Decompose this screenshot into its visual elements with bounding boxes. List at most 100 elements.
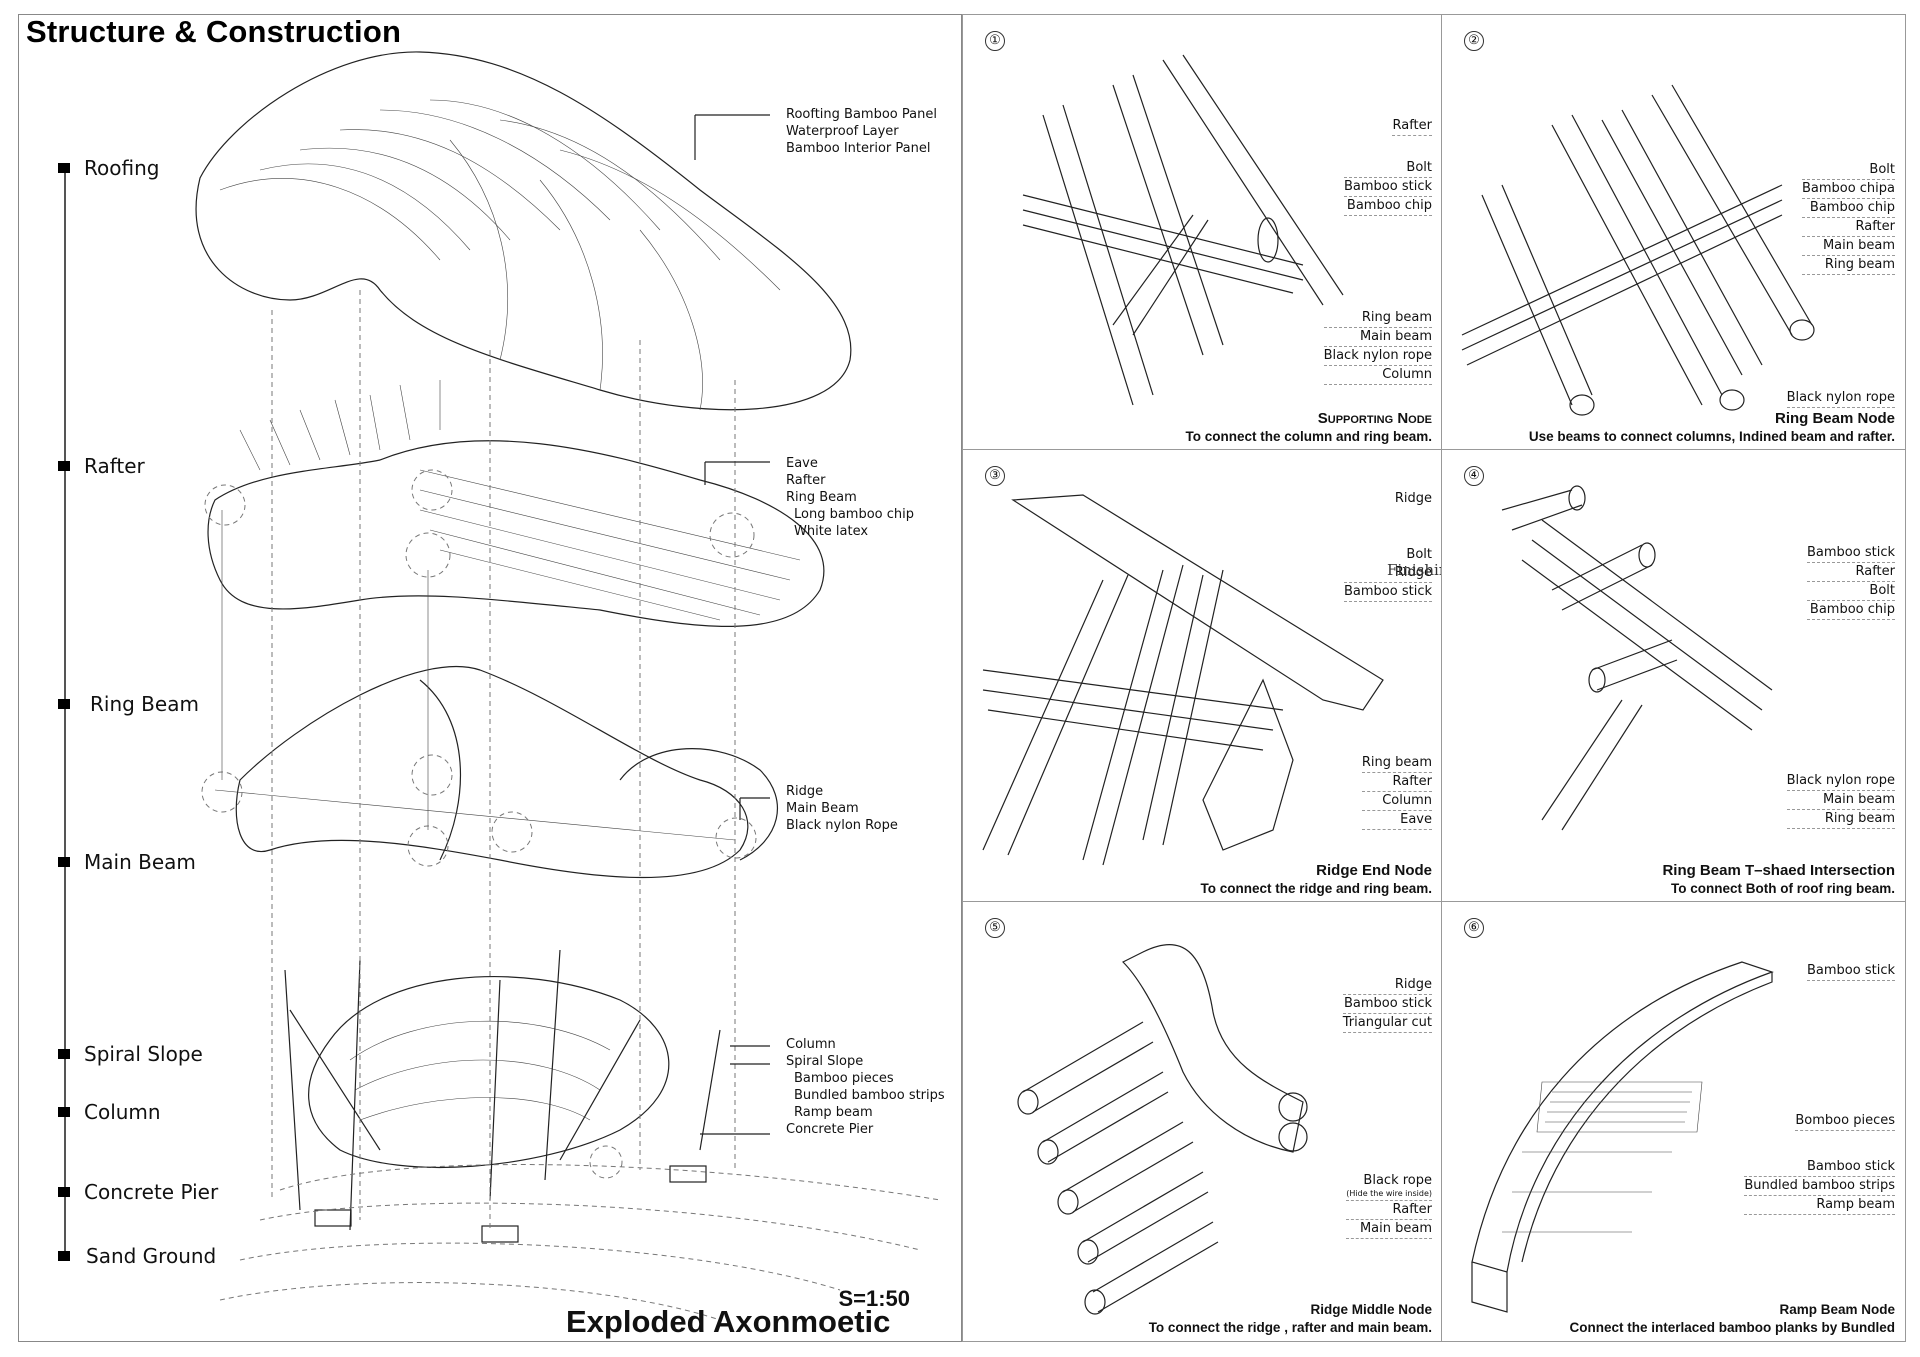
part-label: Main beam <box>1786 791 1895 810</box>
callout-text: Black nylon Rope <box>786 818 898 833</box>
detail-labels: Bolt Bamboo chipa Bamboo chip Rafter Mai… <box>1801 161 1895 275</box>
detail-title: Ring Beam T–shaed Intersection <box>1662 862 1895 879</box>
detail-supporting-node: ① Rafter Bolt Bamboo stick Bamboo chip R… <box>962 14 1443 451</box>
part-label: Ring beam <box>1786 810 1895 829</box>
callout-column: Column Spiral Slope Bamboo pieces Bundle… <box>786 1036 945 1138</box>
detail-ridge-end-node: ③ Ridge Bolt Ridge Bamboo stick Ring bea… <box>962 449 1443 903</box>
rafter-leader <box>704 461 770 485</box>
callout-text: Bamboo pieces <box>794 1071 894 1086</box>
part-label: Bamboo stick <box>1744 1158 1895 1177</box>
callout-text: Roofting Bamboo Panel <box>786 107 937 122</box>
detail-title: Supporting Node <box>1317 410 1432 427</box>
part-label: Ring beam <box>1801 256 1895 275</box>
part-label: Bolt <box>1344 159 1432 178</box>
detail-number: ⑥ <box>1464 918 1484 938</box>
detail-description: To connect the ridge and ring beam. <box>1200 881 1432 896</box>
callout-text: Eave <box>786 456 818 471</box>
part-label: Bamboo chip <box>1801 199 1895 218</box>
part-label: Black nylon rope <box>1786 772 1895 791</box>
ridge-end-node-drawing <box>982 494 1384 866</box>
ramp-beam-node-drawing <box>1471 961 1774 1313</box>
callout-text: Main Beam <box>786 801 859 816</box>
part-label: Ridge <box>1342 976 1432 995</box>
callout-text: White latex <box>794 524 869 539</box>
detail-caption: Ring Beam Node Use beams to connect colu… <box>1529 410 1895 446</box>
detail-labels: Bamboo stick Rafter Bolt Bamboo chip <box>1807 544 1895 620</box>
column-drawing <box>284 949 721 1243</box>
layer-item-concrete-pier: Concrete Pier <box>58 1180 218 1204</box>
layer-item-column: Column <box>58 1100 161 1124</box>
ring-beam-t-intersection-drawing <box>1501 485 1773 831</box>
detail-labels: Bolt Bamboo stick Bamboo chip <box>1344 159 1432 216</box>
layer-label: Concrete Pier <box>84 1180 219 1204</box>
detail-description: To connect the ridge , rafter and main b… <box>1148 1320 1432 1335</box>
bullet-icon <box>58 461 70 471</box>
callout-text: Waterproof Layer <box>786 124 899 139</box>
layer-axis-line <box>64 165 66 1260</box>
part-label: Bamboo chipa <box>1801 180 1895 199</box>
detail-labels: Black nylon rope <box>1786 389 1895 408</box>
layer-label: Ring Beam <box>90 692 199 716</box>
detail-labels: Rafter <box>1392 117 1432 136</box>
callout-text: Bamboo Interior Panel <box>786 141 931 156</box>
part-label: Rafter <box>1361 773 1432 792</box>
layer-item-rafter: Rafter <box>58 454 145 478</box>
part-label: Column <box>1361 792 1432 811</box>
bullet-icon <box>58 699 70 709</box>
bullet-icon <box>58 1251 70 1261</box>
callout-main-beam: Ridge Main Beam Black nylon Rope <box>786 783 898 834</box>
scale-label: S=1:50 <box>838 1286 910 1311</box>
part-label: Ridge <box>1394 491 1432 506</box>
part-label: Bamboo stick <box>1344 178 1432 197</box>
detail-title: Ramp Beam Node <box>1779 1302 1895 1317</box>
callout-text: Ring Beam <box>786 490 857 505</box>
callout-rafter: Eave Rafter Ring Beam Long bamboo chip W… <box>786 455 914 540</box>
detail-labels: Ridge <box>1395 490 1432 508</box>
main-beam-leader <box>739 797 770 820</box>
detail-labels: Black rope (Hide the wire inside) Rafter… <box>1346 1172 1432 1239</box>
ring-beam-drawing <box>201 665 778 879</box>
detail-labels: Bamboo stick <box>1807 962 1895 981</box>
part-label: Black rope <box>1363 1173 1432 1188</box>
layer-label: Column <box>84 1100 161 1124</box>
part-label: Bomboo pieces <box>1795 1112 1895 1131</box>
callout-text: Column <box>786 1037 836 1052</box>
part-label: Rafter <box>1346 1201 1432 1220</box>
part-label: Bolt <box>1406 547 1432 562</box>
drawing-subtitle: Exploded Axonmoetic <box>566 1304 891 1339</box>
part-label: Main beam <box>1346 1220 1432 1239</box>
detail-title: Ridge Middle Node <box>1310 1302 1433 1317</box>
callout-text: Ramp beam <box>794 1105 873 1120</box>
layer-label: Roofing <box>84 156 160 180</box>
detail-number: ④ <box>1464 466 1484 486</box>
callout-text: Long bamboo chip <box>794 507 915 522</box>
detail-labels: Bamboo stick Bundled bamboo strips Ramp … <box>1744 1158 1895 1215</box>
part-label: Column <box>1323 366 1432 385</box>
detail-title: Ring Beam Node <box>1774 410 1895 427</box>
part-label: Ring beam <box>1361 754 1432 773</box>
part-label: Triangular cut <box>1342 1014 1432 1033</box>
part-label: Bamboo stick <box>1344 583 1432 602</box>
roof-drawing <box>195 51 852 411</box>
part-label: Bundled bamboo strips <box>1744 1177 1895 1196</box>
detail-labels: Ridge Bamboo stick Triangular cut <box>1342 976 1432 1033</box>
detail-ramp-beam-node: ⑥ Bamboo stick Bomboo pieces Bamboo stic… <box>1441 901 1906 1342</box>
layer-item-sand-ground: Sand Ground <box>58 1244 216 1268</box>
detail-number: ② <box>1464 31 1484 51</box>
part-label: Bamboo chip <box>1807 601 1895 620</box>
detail-labels: Black nylon rope Main beam Ring beam <box>1786 772 1895 829</box>
part-label: Ridge <box>1344 564 1432 583</box>
detail-description: Connect the interlaced bamboo planks by … <box>1569 1320 1895 1335</box>
detail-ring-beam-node: ② Bolt Bamboo chipa Bamboo chip Rafter M… <box>1441 14 1906 451</box>
roofing-leader <box>694 114 770 160</box>
layer-label: Spiral Slope <box>84 1042 203 1066</box>
bullet-icon <box>58 857 70 867</box>
ridge-middle-node-drawing <box>1017 943 1308 1315</box>
supporting-node-drawing <box>1022 54 1344 406</box>
layer-label: Rafter <box>84 454 145 478</box>
part-label: Main beam <box>1801 237 1895 256</box>
detail-ridge-middle-node: ⑤ Ridge Bamboo stick Triangular cut Blac… <box>962 901 1443 1342</box>
callout-text: Concrete Pier <box>786 1122 874 1137</box>
bullet-icon <box>58 1187 70 1197</box>
part-label: Bamboo stick <box>1807 962 1895 981</box>
